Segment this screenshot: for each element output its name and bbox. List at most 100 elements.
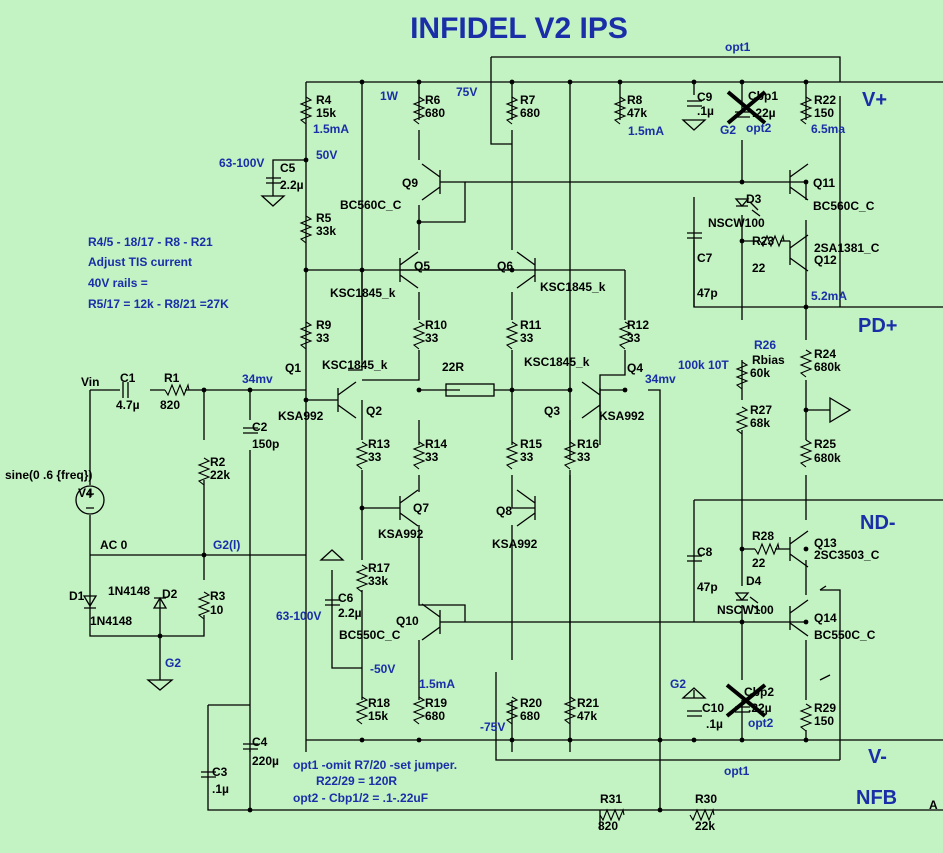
ann-sine: sine(0 .6 {freq}) xyxy=(5,468,92,482)
note-tis-2: Adjust TIS current xyxy=(88,255,192,269)
component-ref-r29: R29 xyxy=(814,701,836,715)
component-ref-q13: Q13 xyxy=(814,536,837,550)
junction-dot xyxy=(359,505,365,511)
d3-led-symbol xyxy=(734,198,761,217)
c10-symbol xyxy=(687,710,702,717)
component-ref-q10: Q10 xyxy=(396,614,419,628)
c6-symbol xyxy=(325,599,340,606)
component-ref-q2: Q2 xyxy=(366,404,382,418)
component-value-q13: 2SC3503_C xyxy=(814,548,880,562)
junction-dots xyxy=(157,79,809,813)
note-opt-2: R22/29 = 120R xyxy=(316,774,397,788)
d4-led-symbol xyxy=(734,592,761,612)
note-opt-1: opt1 -omit R7/20 -set jumper. xyxy=(293,758,457,772)
r-22r-box xyxy=(445,383,495,397)
junction-dot xyxy=(509,737,515,743)
transistor-symbol xyxy=(421,603,441,641)
component-value-r25: 680k xyxy=(814,451,841,465)
component-value-cbp2: .22µ xyxy=(748,701,772,715)
component-ref-v4: V4 xyxy=(78,486,93,500)
component-ref-c6: C6 xyxy=(338,591,354,605)
component-value-r18: 15k xyxy=(368,709,388,723)
component-ref-r23: R23 xyxy=(752,234,774,248)
component-value-r10: 33 xyxy=(425,331,439,345)
component-value-r30: 22k xyxy=(695,819,715,833)
component-value-r12: 33 xyxy=(627,331,641,345)
component-ref-r21: R21 xyxy=(577,696,599,710)
component-ref-r24: R24 xyxy=(814,347,836,361)
output-arrow-icon xyxy=(829,396,852,424)
ann-opt2-bot: opt2 xyxy=(748,716,774,730)
wires xyxy=(89,56,943,830)
component-labels: R415kR533kC52.2µR6680R7680R847kC9.1µCbp1… xyxy=(69,89,880,833)
component-value-r6: 680 xyxy=(425,106,445,120)
junction-dot xyxy=(509,79,515,85)
note-tis-1: R4/5 - 18/17 - R8 - R21 xyxy=(88,235,213,249)
transistor-symbol xyxy=(789,530,809,568)
transistor-symbol xyxy=(399,489,419,527)
component-ref-q5: Q5 xyxy=(414,259,430,273)
resistor-zigzag xyxy=(754,542,780,556)
c2-symbol xyxy=(243,427,258,434)
labels: INFIDEL V2 IPS V+ PD+ ND- V- NFB A R4/5 … xyxy=(5,12,938,812)
ann-34mv-a: 34mv xyxy=(242,372,273,386)
component-ref-r31: R31 xyxy=(600,792,622,806)
resistor-zigzag xyxy=(505,441,519,470)
ann-63-100v-top: 63-100V xyxy=(219,156,264,170)
component-value-r28: 22 xyxy=(752,556,766,570)
ann-vin: Vin xyxy=(81,375,99,389)
component-ref-r10: R10 xyxy=(425,318,447,332)
ann-neg50v: -50V xyxy=(370,662,395,676)
junction-dot xyxy=(416,387,422,393)
component-value-q4: KSA992 xyxy=(599,409,645,423)
component-ref-r30: R30 xyxy=(695,792,717,806)
resistor-zigzag xyxy=(735,406,749,435)
resistor-zigzag xyxy=(563,696,577,725)
junction-dot xyxy=(416,79,422,85)
component-ref-c2: C2 xyxy=(252,420,268,434)
ann-opt1-bot: opt1 xyxy=(724,764,750,778)
junction-dot xyxy=(691,737,697,743)
voltage-source-v4 xyxy=(75,485,105,515)
component-value-q8: KSA992 xyxy=(492,537,538,551)
component-value-c5: 2.2µ xyxy=(280,178,304,192)
component-ref-c9: C9 xyxy=(697,90,713,104)
transistor-symbol xyxy=(516,489,536,527)
resistor-zigzag xyxy=(299,215,313,244)
component-value-r24: 680k xyxy=(814,360,841,374)
component-ref-q6: Q6 xyxy=(497,259,513,273)
component-ref-d3: D3 xyxy=(746,192,762,206)
junction-dot xyxy=(803,179,809,185)
ann-50v: 50V xyxy=(316,148,337,162)
component-ref-r7: R7 xyxy=(520,93,536,107)
junction-dot xyxy=(201,552,207,558)
ann-1-5ma-a: 1.5mA xyxy=(313,122,349,136)
transistor-symbol xyxy=(581,381,601,419)
diodes xyxy=(82,198,761,612)
resistor-zigzag xyxy=(505,96,519,125)
component-value-r29: 150 xyxy=(814,714,834,728)
resistor-zigzag xyxy=(618,321,632,350)
note-opt-3: opt2 - Cbp1/2 = .1-.22uF xyxy=(293,791,428,805)
cross-marks xyxy=(725,90,767,718)
junction-dot xyxy=(803,737,809,743)
component-ref-r16: R16 xyxy=(577,437,599,451)
component-ref-c10: C10 xyxy=(702,701,724,715)
transistor-symbol xyxy=(516,251,536,289)
junction-dot xyxy=(247,387,253,393)
junction-dot xyxy=(803,304,809,310)
component-value-r2: 22k xyxy=(210,468,230,482)
c8-symbol xyxy=(687,555,702,562)
component-ref-r27: R27 xyxy=(750,403,772,417)
resistor-zigzag xyxy=(355,696,369,725)
ground-icon xyxy=(681,119,707,131)
junction-dot xyxy=(691,79,697,85)
junction-dot xyxy=(657,807,663,813)
resistor-zigzag xyxy=(299,321,313,350)
transistor-symbol xyxy=(789,234,809,272)
junction-dot xyxy=(509,267,515,273)
resistor-zigzag xyxy=(799,349,813,378)
ann-22r: 22R xyxy=(442,360,464,374)
junction-dot xyxy=(359,737,365,743)
component-ref-r17: R17 xyxy=(368,561,390,575)
